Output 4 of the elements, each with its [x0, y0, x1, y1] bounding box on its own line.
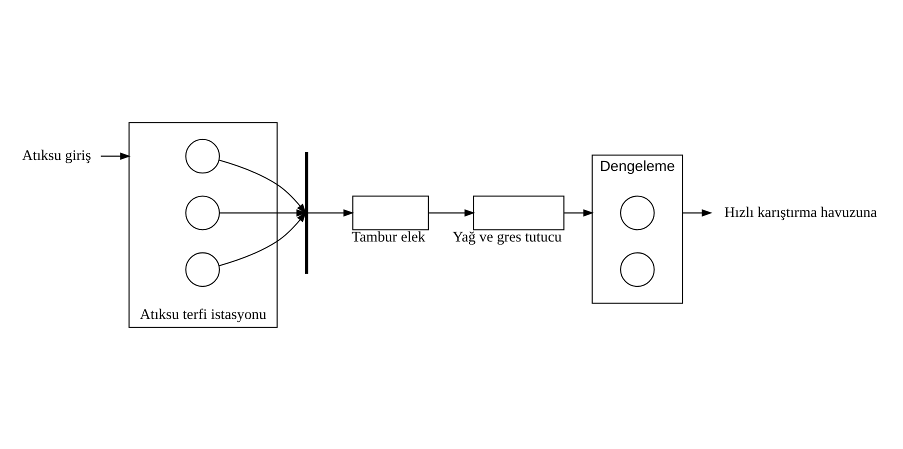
node-label: Yağ ve gres tutucu: [452, 228, 562, 245]
node-text: Atıksu giriş: [22, 148, 92, 164]
node-label: Tambur elek: [352, 228, 426, 245]
node-text: Hızlı karıştırma havuzuna: [724, 204, 877, 220]
